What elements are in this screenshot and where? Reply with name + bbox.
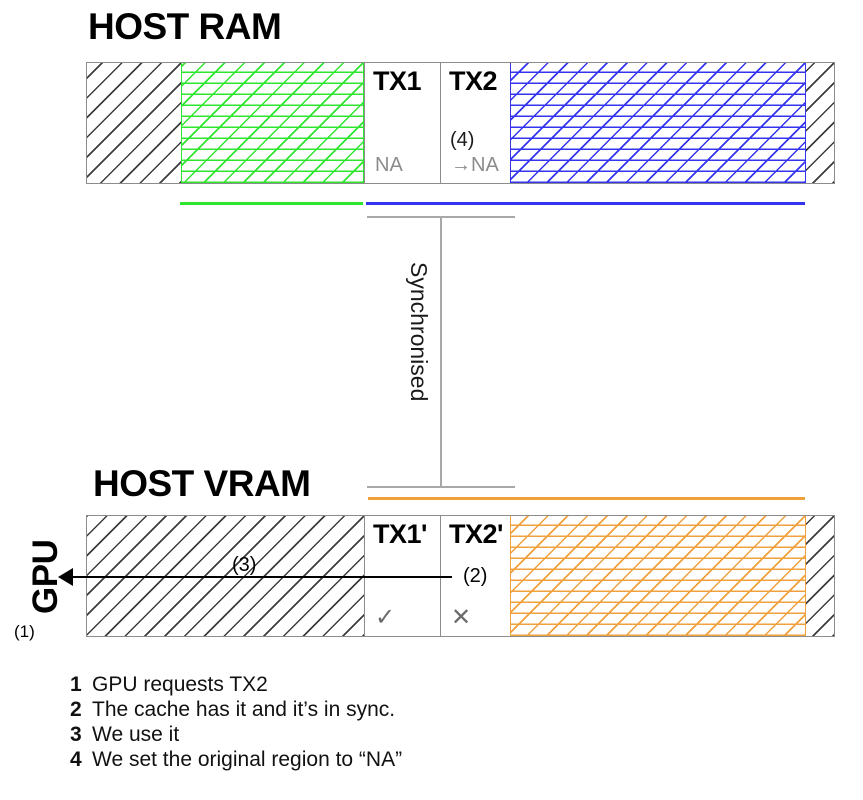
host-ram-cell-tx2-state: →NA [451, 154, 499, 176]
sync-bracket-bottom [367, 486, 515, 488]
legend-item-number: 4 [70, 748, 82, 771]
gpu-request-arrow-line [72, 576, 452, 578]
host-vram-cell-tx2-mark: ✕ [451, 604, 472, 631]
legend-item-text: The cache has it and it’s in sync. [92, 698, 396, 721]
legend-item: 2 The cache has it and it’s in sync. [70, 697, 402, 722]
host-ram-segment-unused-right [806, 63, 834, 183]
legend-item: 3 We use it [70, 722, 402, 747]
legend-item: 1 GPU requests TX2 [70, 672, 402, 697]
host-ram-blue-underline [366, 202, 805, 205]
step-tag-cache-hit: (2) [463, 565, 488, 587]
sync-bracket-stem [440, 216, 442, 486]
gpu-request-arrow-head [58, 568, 73, 586]
legend-item-number: 2 [70, 698, 82, 721]
host-ram-segment-blue [510, 63, 806, 183]
host-ram-cell-tx1-state: NA [375, 154, 403, 176]
host-ram-segment-green [181, 63, 364, 183]
host-vram-segment-unused-right [806, 516, 834, 636]
legend-item-text: GPU requests TX2 [92, 673, 268, 696]
host-vram-cell-tx1-mark: ✓ [375, 604, 396, 631]
gpu-step-tag: (1) [14, 622, 35, 641]
host-ram-cell-tx2-step: (4) [450, 129, 475, 151]
host-ram-title: HOST RAM [88, 6, 282, 47]
host-ram-cell-tx2-title: TX2 [449, 66, 498, 96]
host-vram-segment-orange [510, 516, 806, 636]
sync-label: Synchronised [406, 262, 432, 402]
host-vram-cell-tx1-title: TX1' [373, 519, 427, 549]
legend: 1 GPU requests TX2 2 The cache has it an… [70, 672, 402, 772]
host-ram-cell-tx2[interactable]: TX2 (4) →NA [440, 63, 510, 183]
legend-item-text: We set the original region to “NA” [92, 748, 403, 771]
host-ram-cell-tx1[interactable]: TX1 NA [364, 63, 440, 183]
host-vram-cell-tx2-title: TX2' [449, 519, 503, 549]
step-tag-use-it: (3) [232, 554, 257, 576]
host-vram-orange-underline [368, 497, 805, 500]
legend-item-number: 3 [70, 723, 82, 746]
legend-item-text: We use it [92, 723, 180, 746]
gpu-label: GPU [26, 539, 65, 614]
host-ram-bar: TX1 NA TX2 (4) →NA [86, 62, 835, 184]
host-ram-segment-unused-left [87, 63, 181, 183]
host-ram-cell-tx1-title: TX1 [373, 66, 422, 96]
legend-item-number: 1 [70, 673, 82, 696]
legend-item: 4 We set the original region to “NA” [70, 747, 402, 772]
host-ram-green-underline [180, 202, 363, 205]
host-vram-title: HOST VRAM [93, 463, 311, 504]
